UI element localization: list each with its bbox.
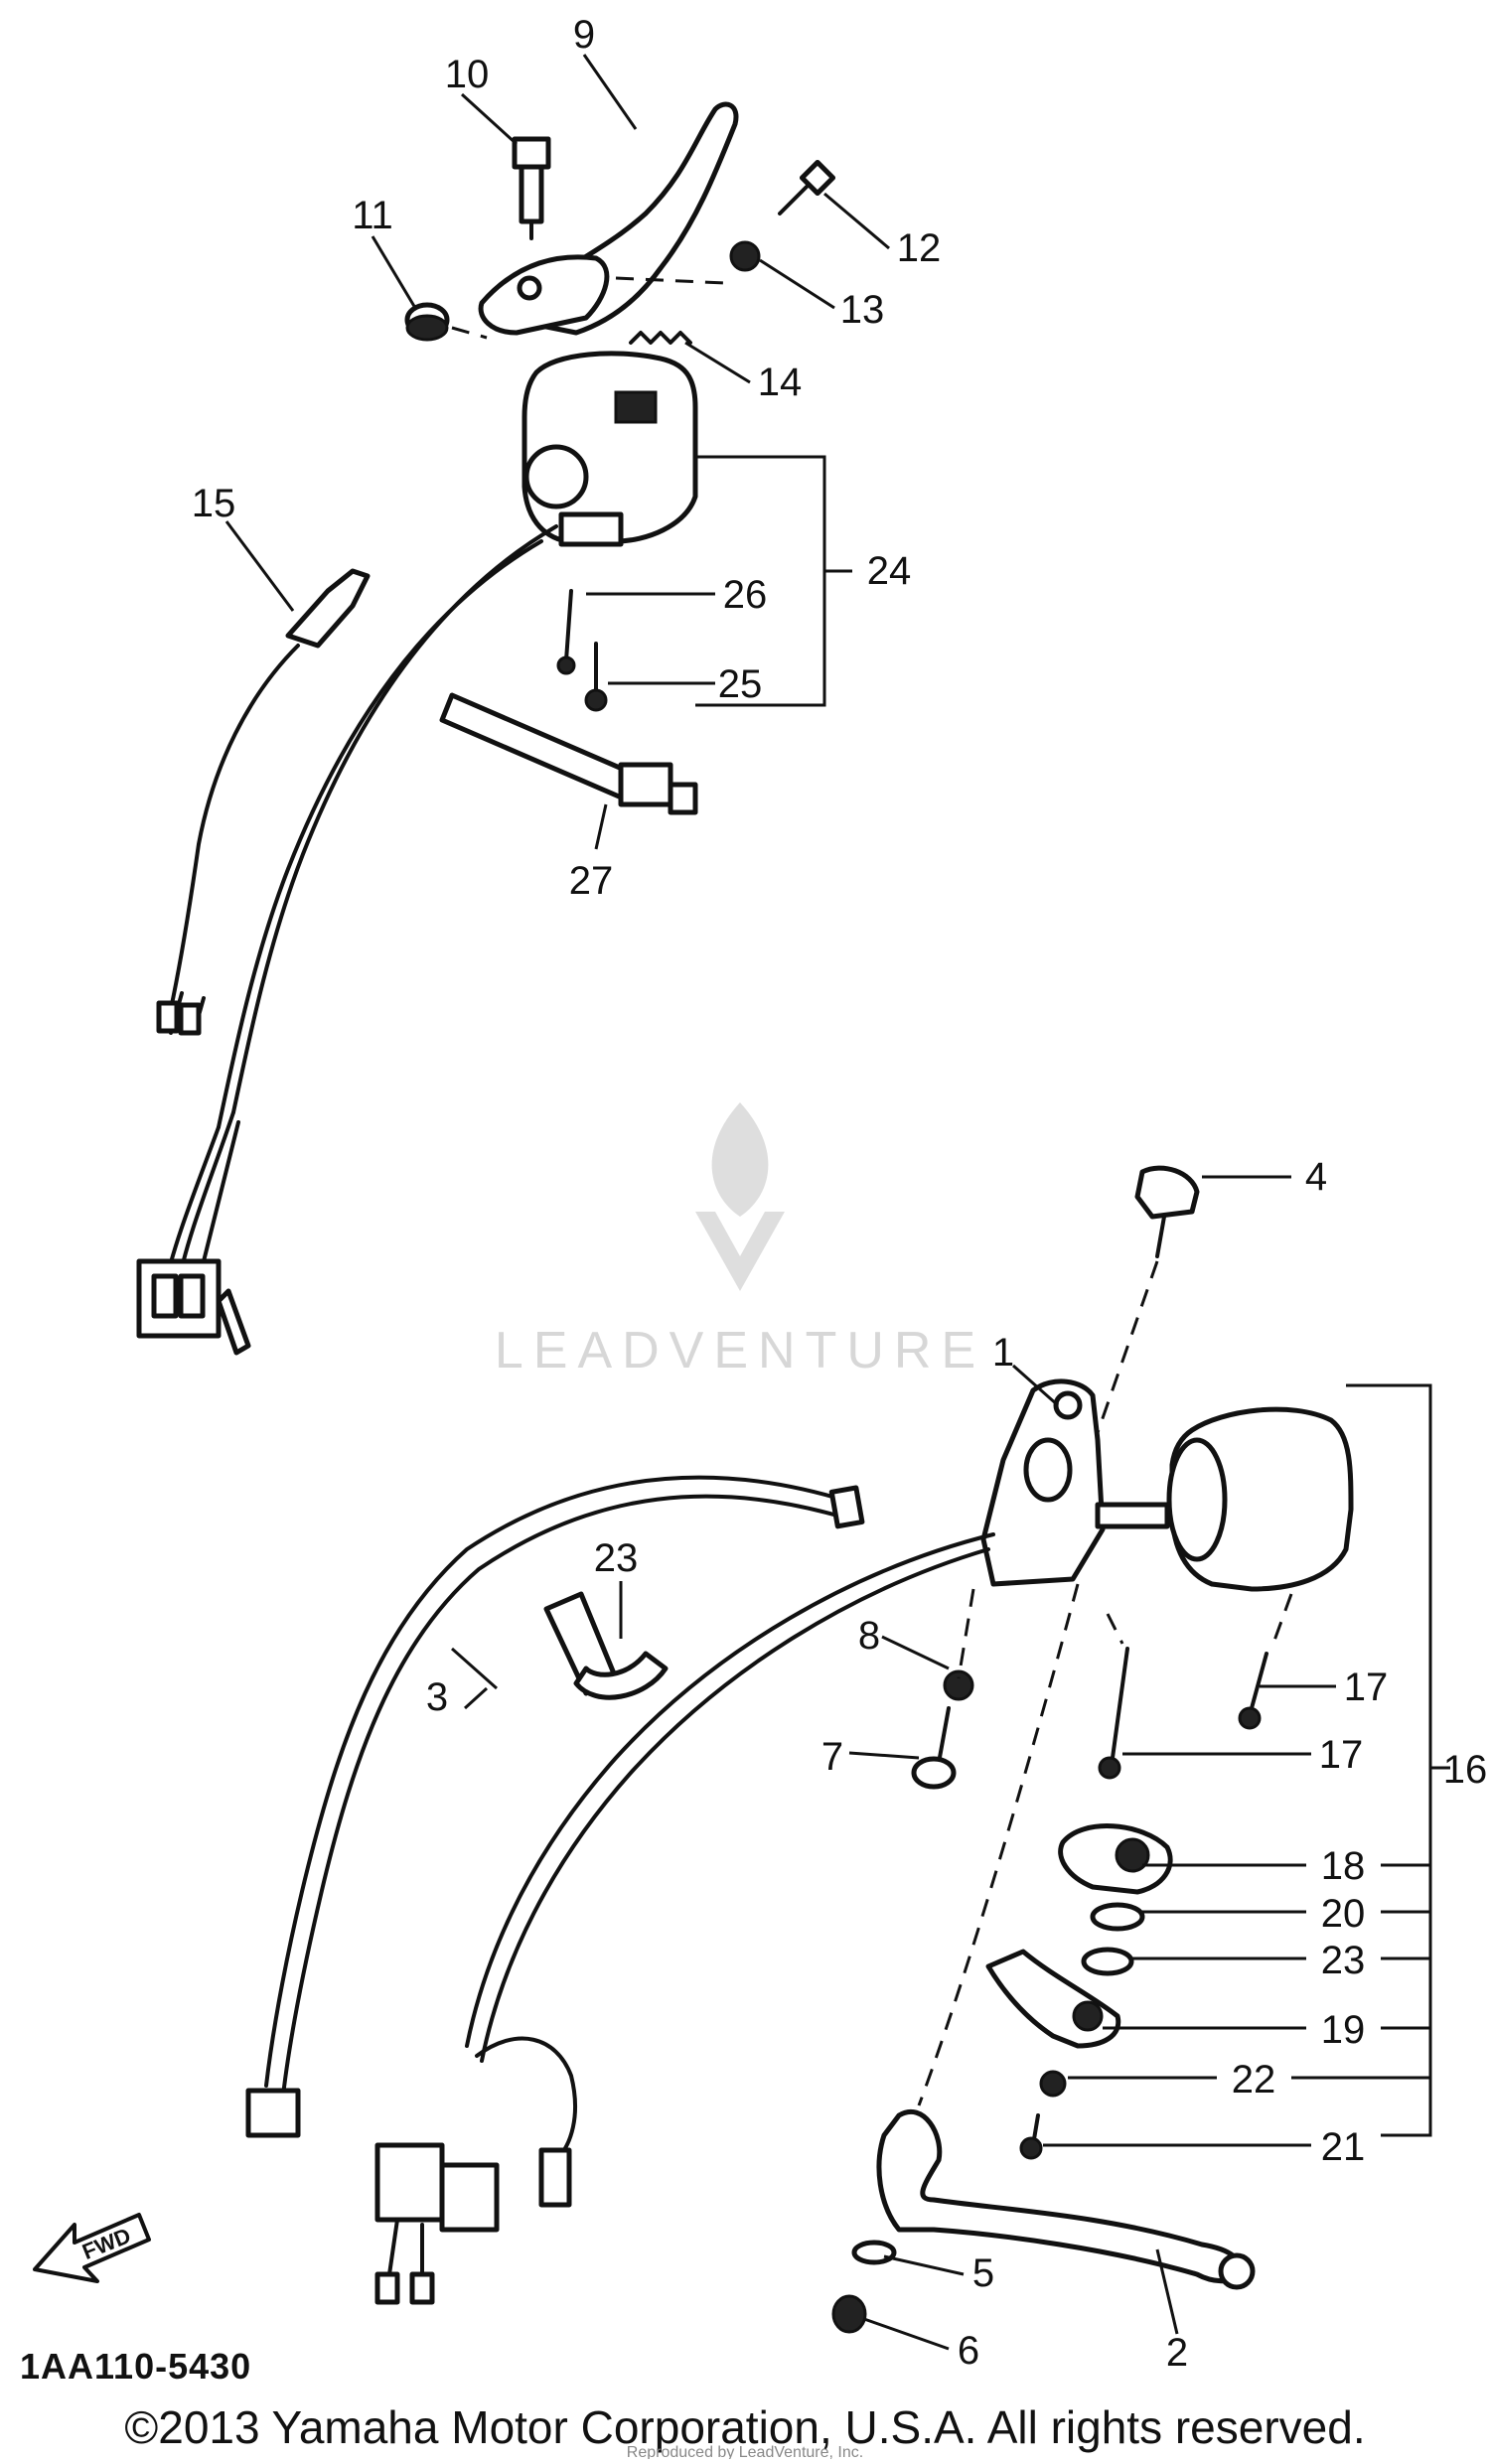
callout-18: 18: [1321, 1844, 1366, 1888]
right-switch-harness: [374, 1532, 995, 2305]
part-22-nut: [1039, 2070, 1067, 2098]
callouts: 9 10 11 12 13 14 15 24 26 25 27 4 1 16 1…: [192, 13, 1488, 2375]
part-20-washer: [1090, 1902, 1145, 1932]
callout-7: 7: [821, 1735, 843, 1779]
part-28-cable-tie: [439, 692, 698, 815]
part-3-cable: [245, 1475, 865, 2138]
part-17-screw-2: [1098, 1647, 1129, 1780]
callout-11: 11: [352, 194, 393, 237]
part-7-bolt: [911, 1706, 957, 1790]
callout-10: 10: [445, 53, 490, 96]
part-19-adjuster: [985, 1949, 1121, 2049]
switch-harness: [136, 524, 558, 1356]
callout-4: 4: [1305, 1155, 1327, 1199]
callout-16: 16: [1443, 1748, 1488, 1792]
part-1-master-cylinder: [980, 1378, 1170, 1587]
diagram-code: 1AA110-5430: [20, 2346, 251, 2387]
callout-28: 27: [569, 859, 614, 903]
part-25-handlebar-switch: [522, 351, 698, 547]
leadventure-logo-icon: [695, 1102, 785, 1291]
part-9-clutch-lever: [478, 101, 739, 336]
callout-12: 12: [897, 226, 942, 270]
reproduced-note: Reproduced by LeadVenture, Inc.: [627, 2444, 863, 2459]
forward-arrow-icon: FWD: [33, 2213, 151, 2283]
part-8-nut: [943, 1669, 974, 1701]
part-4-screw: [1134, 1165, 1200, 1258]
callout-8: 8: [858, 1614, 880, 1658]
callout-15: 15: [192, 482, 236, 525]
callout-21: 21: [1321, 2125, 1366, 2169]
callout-27: 26: [723, 573, 768, 617]
part-5-dust-seal: [851, 2240, 897, 2265]
callout-1: 1: [992, 1331, 1014, 1375]
part-17-screw: [1238, 1652, 1268, 1730]
part-13-nut: [729, 240, 761, 272]
part-18-adjuster: [1058, 1823, 1173, 1895]
part-14-spring: [629, 331, 692, 345]
part-15-wire: [156, 568, 371, 1036]
part-2-brake-lever: [876, 2109, 1256, 2290]
callout-22: 22: [1232, 2058, 1276, 2102]
callout-2: 2: [1166, 2331, 1188, 2375]
callout-6: 6: [958, 2329, 979, 2373]
part-27-screw: [556, 589, 576, 675]
callout-3: 3: [426, 1675, 448, 1719]
part-21-screw: [1019, 2113, 1043, 2160]
part-12-bolt: [778, 159, 836, 216]
callout-19: 19: [1321, 2008, 1366, 2052]
callout-17b: 17: [1319, 1733, 1364, 1777]
callout-13: 13: [840, 288, 885, 332]
callout-24: 23: [594, 1536, 639, 1580]
callout-26: 25: [718, 662, 763, 706]
callout-9: 9: [573, 13, 595, 57]
watermark-text: LEADVENTURE: [495, 1322, 985, 1379]
part-23-washer: [1081, 1947, 1134, 1976]
part-6-nut: [831, 2294, 867, 2334]
part-10-bolt: [512, 136, 551, 240]
callout-20: 20: [1321, 1892, 1366, 1936]
callout-5: 5: [972, 2251, 994, 2295]
part-24-clamp: [543, 1591, 669, 1700]
part-26-screw: [584, 642, 608, 712]
callout-17: 17: [1344, 1666, 1389, 1709]
part-16-handlebar-switch: [1166, 1406, 1354, 1592]
callout-23: 23: [1321, 1939, 1366, 1982]
callout-25: 24: [867, 549, 912, 593]
callout-14: 14: [758, 361, 803, 404]
copyright-text: ©2013 Yamaha Motor Corporation, U.S.A. A…: [124, 2401, 1365, 2453]
